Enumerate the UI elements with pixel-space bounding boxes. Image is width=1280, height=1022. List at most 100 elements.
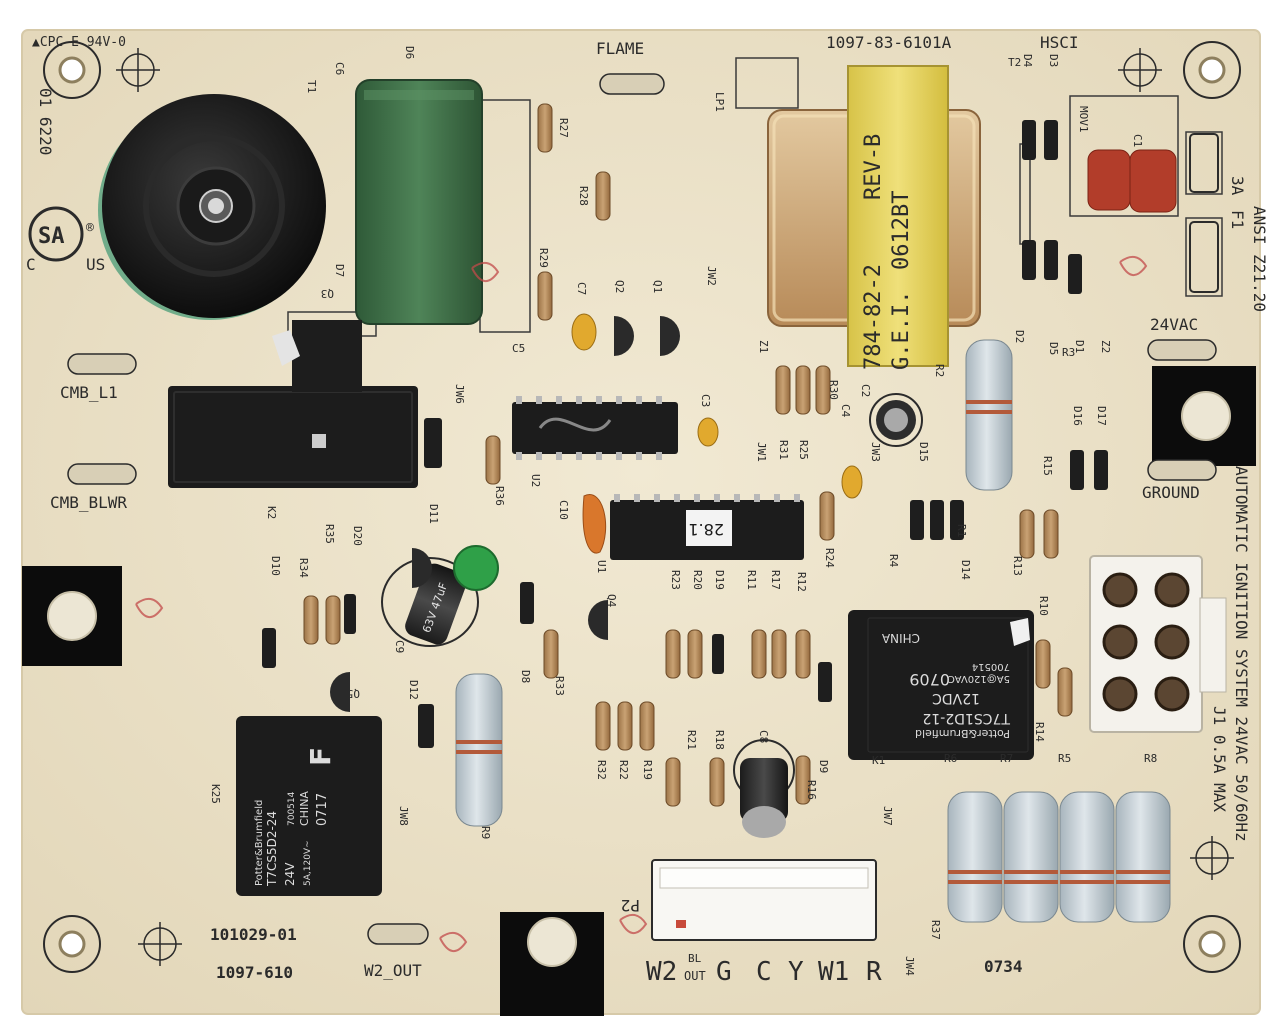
designator-k25: K25 (209, 784, 222, 804)
designator-r28: R28 (577, 186, 590, 206)
csa-logo: SA C US ® (26, 206, 105, 274)
fuse-rating: 3A (1228, 176, 1247, 196)
transformer-rev: REV-B (861, 134, 886, 200)
designator-r10: R10 (1037, 596, 1050, 616)
designator-d9: D9 (817, 760, 830, 773)
power-resistors (455, 339, 1171, 923)
designator-r1: R1 (955, 524, 968, 537)
designator-r11: R11 (745, 570, 758, 590)
k25-serial: 700514 (287, 791, 297, 826)
designator-r30: R30 (827, 380, 840, 400)
designator-r32: R32 (595, 760, 608, 780)
part-number: 1097-83-6101A (826, 33, 952, 52)
transformer-date: 0612BT (889, 191, 914, 270)
transformer-maker: G.E.I. (889, 291, 914, 370)
connector-p2 (651, 859, 877, 941)
terminal-labels: W2 BL OUT G C Y W1 R (646, 952, 882, 987)
electrolytic-c2 (869, 393, 923, 447)
designator-z1: Z1 (757, 340, 770, 353)
k1-date: 0709 (909, 670, 950, 689)
designator-r37: R37 (929, 920, 942, 940)
csa-letters: SA (38, 224, 65, 249)
designator-d10: D10 (269, 556, 282, 576)
notch-right-hole (1181, 391, 1231, 441)
designator-t2: T2 (1008, 56, 1021, 69)
designator-r34: R34 (297, 558, 310, 578)
designator-z2: Z2 (1099, 340, 1112, 353)
cmb-l1-label: CMB_L1 (60, 383, 118, 402)
designator-t1: T1 (305, 80, 318, 93)
small-caps (571, 313, 863, 499)
designator-lp1: LP1 (713, 92, 726, 112)
designator-d12: D12 (407, 680, 420, 700)
designator-c1: C1 (1131, 134, 1144, 147)
notch-left-hole (47, 591, 97, 641)
current-rating: J1 0.5A MAX (1210, 706, 1229, 812)
mov-c1 (1087, 149, 1177, 213)
ansi-standard: ANSI Z21.20 (1250, 206, 1269, 312)
transformer-part: 784-82-2 (861, 264, 886, 370)
k1-voltage: 12VDC (932, 690, 980, 706)
date-code: 0734 (984, 957, 1023, 976)
designator-jw7: JW7 (881, 806, 894, 826)
vac24-label: 24VAC (1150, 315, 1198, 334)
designator-r31: R31 (777, 440, 790, 460)
designator-d16: D16 (1071, 406, 1084, 426)
designator-q2: Q2 (613, 280, 626, 293)
designator-r18: R18 (713, 730, 726, 750)
designator-r22: R22 (617, 760, 630, 780)
designator-jw3: JW3 (869, 442, 882, 462)
designator-c3: C3 (699, 394, 712, 407)
designator-r17: R17 (769, 570, 782, 590)
red-stamps (135, 255, 1148, 952)
designator-r9: R9 (479, 826, 492, 839)
relay-k25: Potter&Brumfield T7CS5D2-24 24V 5A,120V~… (236, 716, 382, 896)
designator-q1: Q1 (651, 280, 664, 293)
designator-r15: R15 (1041, 456, 1054, 476)
flame-label: FLAME (596, 39, 644, 58)
transformer-t2: 784-82-2 REV-B G.E.I. 0612BT (767, 65, 981, 370)
designator-c7: C7 (575, 282, 588, 295)
fiducial-marks (116, 48, 1234, 966)
designator-r20: R20 (691, 570, 704, 590)
mount-hole-br (1183, 915, 1241, 973)
designator-jw1: JW1 (755, 442, 768, 462)
svg-text:®: ® (86, 221, 94, 236)
u1-label: 28.1 (688, 520, 724, 539)
designator-r25: R25 (797, 440, 810, 460)
designator-d20: D20 (351, 526, 364, 546)
k25-date: 0717 (315, 793, 330, 826)
designator-q3: Q3 (321, 287, 334, 300)
electrolytic-c8 (733, 739, 795, 838)
designator-d5: D5 (1047, 342, 1060, 355)
designator-r24: R24 (823, 548, 836, 568)
connector-j1 (1089, 555, 1227, 733)
k25-letter: F (304, 747, 337, 766)
designator-r4: R4 (887, 554, 900, 568)
fuse-label: F1 (1228, 210, 1247, 229)
board-rev: 1097-610 (216, 963, 293, 982)
designator-d1: D1 (1073, 340, 1086, 353)
designator-mov1: MOV1 (1077, 106, 1090, 133)
designator-d19: D19 (713, 570, 726, 590)
k25-origin: CHINA (298, 791, 311, 826)
designator-r35: R35 (323, 524, 336, 544)
designator-d11: D11 (427, 504, 440, 524)
designator-jw8: JW8 (397, 806, 410, 826)
designator-c4: C4 (839, 404, 852, 418)
designator-c10: C10 (557, 500, 570, 520)
designator-r23: R23 (669, 570, 682, 590)
system-rating: AUTOMATIC IGNITION SYSTEM 24VAC 50/60Hz (1232, 466, 1251, 842)
k25-voltage: 24V (283, 862, 297, 886)
k1-origin: CHINA (881, 631, 920, 645)
designator-u1: U1 (595, 560, 608, 573)
designator-r27: R27 (557, 118, 570, 138)
designator-r3: R3 (1062, 346, 1075, 359)
terminal-bl: BL (688, 952, 702, 965)
designator-d4: D4 (1021, 54, 1034, 68)
designator-k1: K1 (872, 754, 885, 767)
designator-r19: R19 (641, 760, 654, 780)
rating-mark: ▲CPC-E 94V-0 (32, 35, 126, 50)
terminal-y: Y (788, 957, 804, 987)
